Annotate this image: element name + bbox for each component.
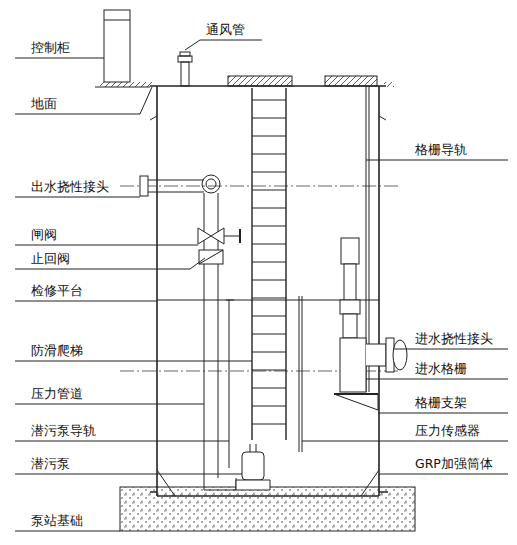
ladder-rung xyxy=(252,118,286,119)
part-label: GRP加强筒体 xyxy=(414,456,494,472)
ladder-rung xyxy=(252,280,286,281)
part-label: 进水挠性接头 xyxy=(414,331,494,347)
ladder-rung xyxy=(252,100,286,101)
part-label: 防滑爬梯 xyxy=(30,343,84,359)
part-label: 止回阀 xyxy=(30,251,71,267)
ladder-rung xyxy=(252,208,286,209)
ladder-rung xyxy=(252,352,286,353)
ladder-rung xyxy=(252,262,286,263)
part-label: 进水格栅 xyxy=(414,361,468,377)
part-label: 出水挠性接头 xyxy=(30,179,110,195)
part-label: 地面 xyxy=(30,96,58,112)
part-label: 压力管道 xyxy=(30,386,84,402)
part-label: 闸阀 xyxy=(30,227,58,243)
ladder-rung xyxy=(252,298,286,299)
ladder-rung xyxy=(252,388,286,389)
part-label: 检修平台 xyxy=(30,283,84,299)
ladder-rung xyxy=(252,226,286,227)
part-label: 压力传感器 xyxy=(414,423,481,439)
part-label: 潜污泵导轨 xyxy=(30,423,97,439)
part-label: 泵站基础 xyxy=(30,513,84,529)
ladder-rung xyxy=(252,370,286,371)
ladder-rung xyxy=(252,334,286,335)
part-label: 通风管 xyxy=(205,22,246,38)
ladder-rung xyxy=(252,136,286,137)
ladder-rung xyxy=(252,190,286,191)
part-label: 控制柜 xyxy=(30,40,71,56)
ladder-rung xyxy=(252,316,286,317)
ladder-rung xyxy=(252,154,286,155)
ladder-rung xyxy=(252,172,286,173)
part-label: 格栅支架 xyxy=(414,395,468,411)
part-label: 格栅导轨 xyxy=(414,142,468,158)
ladder-rung xyxy=(252,244,286,245)
ladder-rung xyxy=(252,424,286,425)
part-label: 潜污泵 xyxy=(30,456,71,472)
ladder-rung xyxy=(252,406,286,407)
